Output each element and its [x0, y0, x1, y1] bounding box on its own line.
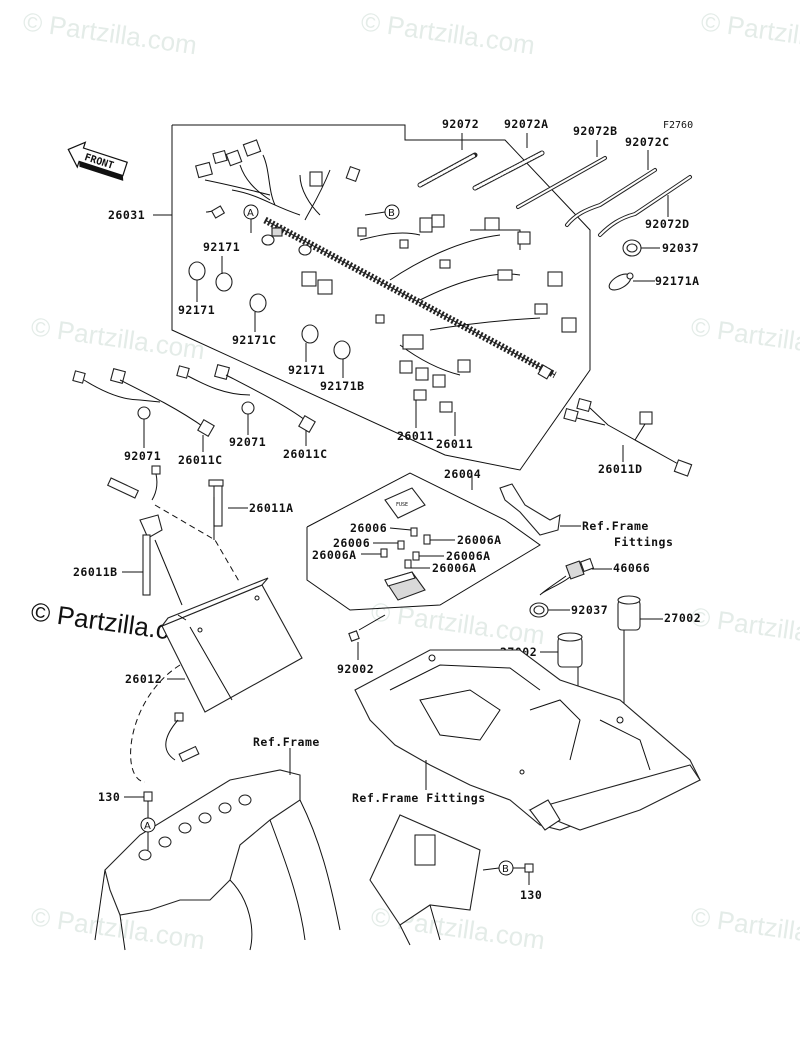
fuses: [380, 527, 431, 569]
sub-harness-26011C-left: [72, 367, 215, 437]
svg-text:A: A: [144, 821, 151, 832]
watermarks: © Partzilla.com © Partzilla.com © Partzi…: [21, 6, 800, 955]
label-26004: 26004: [444, 467, 481, 481]
harness-group-outline: [171, 124, 591, 471]
label-26011D: 26011D: [598, 462, 643, 476]
battery-tray: [354, 649, 701, 831]
label-26006: 26006: [350, 521, 387, 535]
sub-harness-26011D: [563, 397, 693, 477]
label-26011C: 26011C: [283, 447, 328, 461]
watermark: © Partzilla.com: [689, 901, 800, 955]
label-92071: 92071: [229, 435, 266, 449]
label-26006A: 26006A: [432, 561, 477, 575]
harness-connectors: [195, 139, 577, 388]
label-130: 130: [98, 790, 120, 804]
ground-cable: [130, 664, 200, 783]
label-130: 130: [520, 888, 542, 902]
label-ref-frame-fittings-2: Fittings: [614, 535, 673, 549]
svg-text:B: B: [388, 208, 395, 219]
watermark: © Partzilla.com: [21, 6, 199, 60]
bracket: [499, 483, 561, 536]
bolt-130-left: [143, 791, 153, 818]
connector-46066: [539, 557, 595, 596]
label-92037: 92037: [662, 241, 699, 255]
fuse-group-outline: [306, 472, 541, 611]
label-92171: 92171: [178, 303, 215, 317]
label-46066: 46066: [613, 561, 650, 575]
label-26011C: 26011C: [178, 453, 223, 467]
cable-ties: [417, 150, 692, 237]
grommets: [188, 261, 351, 360]
label-26006A: 26006A: [446, 549, 491, 563]
label-92171C: 92171C: [232, 333, 277, 347]
battery-cables: [106, 465, 241, 606]
watermark: © Partzilla.com: [29, 311, 207, 365]
callout-b-lower: B: [482, 860, 525, 876]
front-arrow-icon: FRONT: [67, 141, 128, 181]
svg-text:A: A: [247, 208, 254, 219]
label-26011: 26011: [397, 429, 434, 443]
label-ref-frame-fittings: Ref.Frame: [582, 519, 649, 533]
label-92072D: 92072D: [645, 217, 690, 231]
battery-26012: [160, 577, 303, 713]
frame: [94, 769, 481, 951]
svg-text:FUSE: FUSE: [396, 502, 408, 508]
watermark: © Partzilla.com: [689, 601, 800, 655]
label-26011: 26011: [436, 437, 473, 451]
watermark: © Partzilla.com: [369, 596, 547, 650]
label-26006: 26006: [333, 536, 370, 550]
connector-26011: [439, 401, 453, 413]
label-26011A: 26011A: [249, 501, 294, 515]
figure-code: F2760: [663, 120, 693, 131]
label-ref-frame: Ref.Frame: [253, 735, 320, 749]
label-92171A: 92171A: [655, 274, 700, 288]
label-92072A: 92072A: [504, 117, 549, 131]
label-ref-frame-fittings: Ref.Frame Fittings: [352, 791, 486, 805]
switch-27002-left: [557, 632, 583, 700]
label-26011B: 26011B: [73, 565, 118, 579]
label-92072B: 92072B: [573, 124, 618, 138]
label-27002: 27002: [664, 611, 701, 625]
fuse-cover: FUSE: [384, 487, 426, 519]
callout-b: B: [364, 204, 400, 220]
label-92002: 92002: [337, 662, 374, 676]
watermark: © Partzilla.com: [689, 311, 800, 365]
label-26031: 26031: [108, 208, 145, 222]
callout-a-lower: A: [140, 817, 156, 850]
watermark: © Partzilla.com: [699, 6, 800, 60]
label-92171B: 92171B: [320, 379, 365, 393]
clamp-92037: [622, 239, 642, 257]
bolt-130-right: [524, 863, 534, 885]
band-92171A: [608, 272, 634, 291]
label-92072: 92072: [442, 117, 479, 131]
callout-a: A: [243, 204, 259, 233]
label-92171: 92171: [288, 363, 325, 377]
fuse-box: [384, 571, 426, 601]
svg-text:B: B: [502, 864, 509, 875]
label-92071: 92071: [124, 449, 161, 463]
label-92072C: 92072C: [625, 135, 670, 149]
sub-harness-26011C-right: [176, 363, 316, 433]
label-26006A: 26006A: [312, 548, 357, 562]
bolt-92002: [348, 630, 360, 642]
connector-26011: [413, 389, 427, 401]
label-26006A: 26006A: [457, 533, 502, 547]
watermark: © Partzilla.com: [359, 6, 537, 60]
label-92171: 92171: [203, 240, 240, 254]
clamp-92037-lower: [529, 602, 549, 618]
label-26012: 26012: [125, 672, 162, 686]
label-92037: 92037: [571, 603, 608, 617]
